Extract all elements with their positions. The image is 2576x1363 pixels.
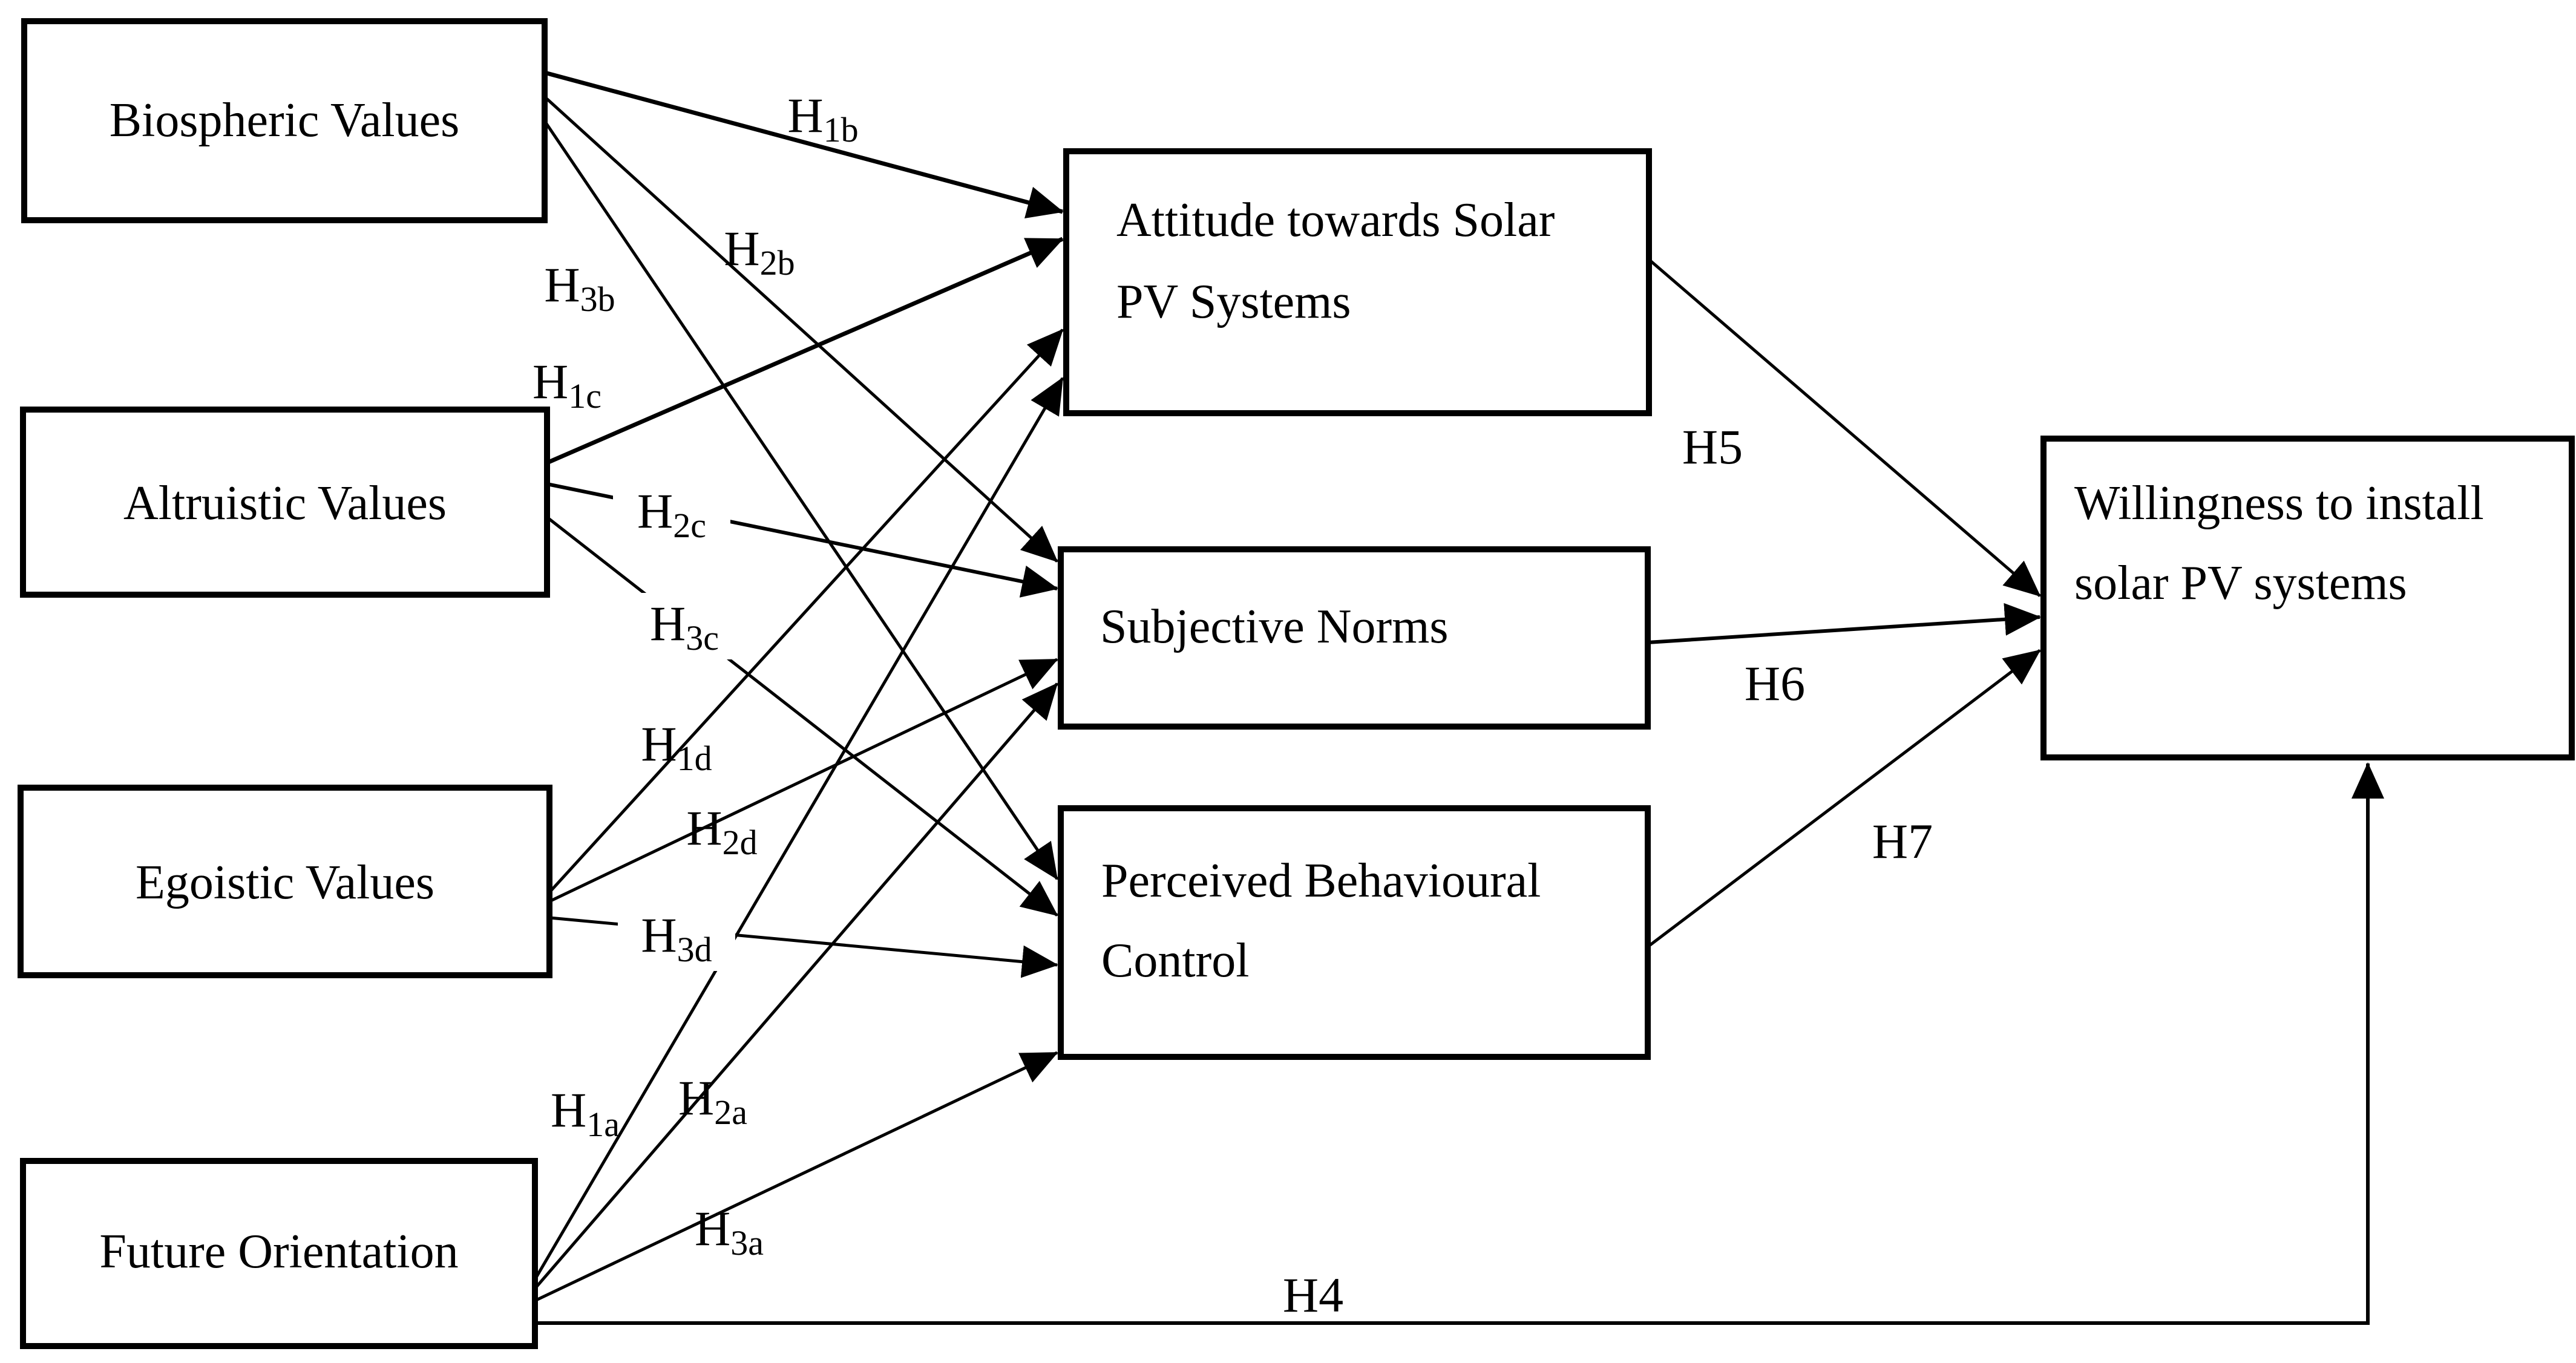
arrow-h2d xyxy=(548,658,1058,903)
hypothesis-label-h6: H6 xyxy=(1745,656,1805,711)
hypothesis-label-h1b: H1b xyxy=(787,88,858,149)
node-egoistic-box xyxy=(18,785,552,978)
hypothesis-label-h2b: H2b xyxy=(724,221,795,283)
hypothesis-label-h7: H7 xyxy=(1872,814,1933,869)
node-pbc-box xyxy=(1058,805,1651,1060)
node-altruistic-label: Altruistic Values xyxy=(123,477,447,530)
label-bg-h3d xyxy=(618,904,735,971)
arrow-h3c xyxy=(546,516,1058,917)
label-bg-h2c xyxy=(613,480,730,547)
label-bg-h3c xyxy=(626,593,743,659)
node-biospheric-values: Biospheric Values xyxy=(21,18,548,223)
hypothesis-label-h2a: H2a xyxy=(678,1070,747,1132)
arrow-h7 xyxy=(1647,649,2041,948)
arrow-h4 xyxy=(535,762,2384,1325)
node-egoistic-values: Egoistic Values xyxy=(18,785,552,978)
hypothesis-label-h5: H5 xyxy=(1682,419,1743,474)
hypothesis-label-h2c: H2c xyxy=(637,483,706,545)
arrow-h1d xyxy=(548,328,1064,894)
hypothesis-label-h1a: H1a xyxy=(551,1082,620,1144)
node-subjective-norms: Subjective Norms xyxy=(1058,546,1651,730)
arrow-h2b xyxy=(543,96,1058,563)
edges-layer xyxy=(533,70,2384,1325)
node-altruistic-box xyxy=(20,407,550,598)
node-future-box xyxy=(20,1158,538,1349)
hypothesis-label-h3b: H3b xyxy=(544,257,615,319)
hypothesis-label-h1c: H1c xyxy=(533,354,601,416)
hypothesis-label-h3d: H3d xyxy=(641,907,712,969)
arrow-h2a xyxy=(534,682,1058,1290)
node-norms-box xyxy=(1058,546,1651,730)
arrow-h1a xyxy=(533,377,1064,1281)
node-altruistic-values: Altruistic Values xyxy=(20,407,550,598)
nodes-layer: Biospheric Values Altruistic Values Egoi… xyxy=(18,18,2575,1349)
node-willingness-box xyxy=(2040,436,2575,760)
label-backgrounds xyxy=(613,480,743,971)
hypothesis-label-h1d: H1d xyxy=(641,716,712,778)
arrow-h3b xyxy=(543,120,1059,880)
node-future-label: Future Orientation xyxy=(99,1225,458,1278)
node-biospheric-box xyxy=(21,18,548,223)
hypothesis-labels: H1b H2b H3b H1c H2c H3c H1d H2d H3d H1a … xyxy=(533,88,1933,1322)
arrow-h3a xyxy=(534,1051,1058,1303)
node-norms-label: Subjective Norms xyxy=(1100,600,1448,653)
hypothesis-label-h3c: H3c xyxy=(650,596,719,658)
arrow-h6 xyxy=(1647,603,2041,644)
arrow-h1b xyxy=(544,70,1064,219)
node-attitude-box xyxy=(1063,148,1652,416)
node-egoistic-label: Egoistic Values xyxy=(136,856,434,909)
node-future-orientation: Future Orientation xyxy=(20,1158,538,1349)
arrow-h1c xyxy=(546,237,1064,465)
arrow-h5 xyxy=(1648,258,2041,597)
hypothesis-label-h4: H4 xyxy=(1283,1267,1343,1322)
node-biospheric-label: Biospheric Values xyxy=(110,94,459,147)
hypothesis-label-h2d: H2d xyxy=(686,800,757,862)
hypothesis-label-h3a: H3a xyxy=(695,1201,764,1263)
